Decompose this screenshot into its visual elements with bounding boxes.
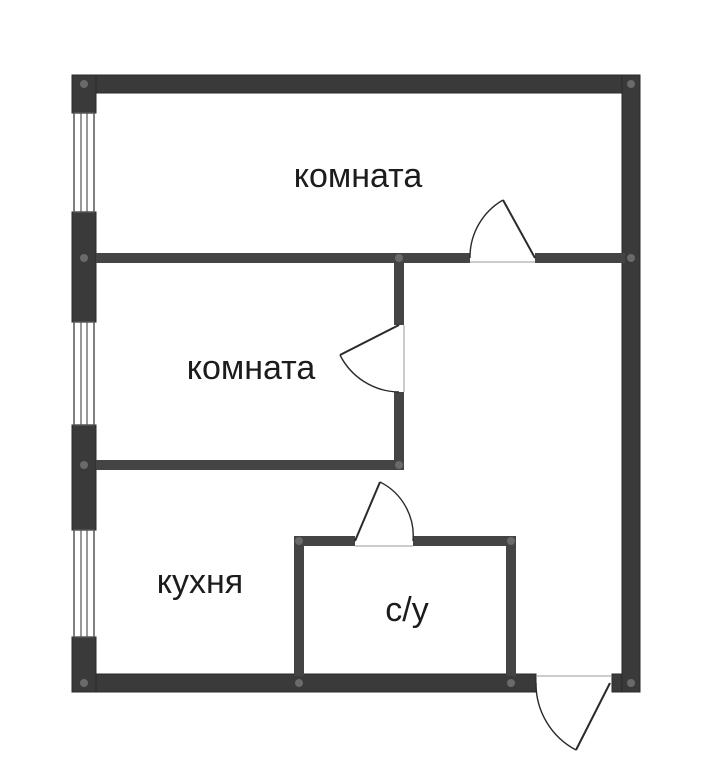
wall-bath-left (294, 536, 304, 676)
wall-interior-h1-left (96, 253, 470, 263)
wall-top (71, 74, 641, 94)
door-entrance (535, 675, 612, 751)
room-labels: комната комната кухня с/у (157, 157, 429, 629)
door-top-room (469, 199, 536, 263)
wall-bath-right (506, 536, 516, 676)
window-bottom (73, 529, 95, 638)
wall-right (621, 74, 641, 693)
door-bathroom (354, 481, 414, 547)
label-room-top: комната (294, 157, 423, 195)
wall-joints (80, 80, 635, 687)
label-bathroom: с/у (385, 591, 428, 629)
label-kitchen: кухня (157, 563, 243, 601)
wall-interior-v1-top (394, 258, 404, 325)
interior-walls (96, 253, 625, 676)
wall-interior-v1-bottom (394, 392, 404, 468)
door-middle-room (339, 324, 405, 393)
wall-interior-h1-right (535, 253, 625, 263)
window-middle (73, 321, 95, 426)
window-top (73, 112, 95, 213)
wall-left-2 (71, 211, 97, 323)
windows (73, 112, 95, 638)
wall-interior-h2 (96, 460, 404, 470)
label-room-middle: комната (187, 349, 316, 387)
wall-left-3 (71, 424, 97, 531)
wall-bath-top-right (413, 536, 516, 546)
wall-bottom-left (71, 673, 537, 693)
doors (339, 199, 612, 751)
wall-bath-top-left (294, 536, 355, 546)
